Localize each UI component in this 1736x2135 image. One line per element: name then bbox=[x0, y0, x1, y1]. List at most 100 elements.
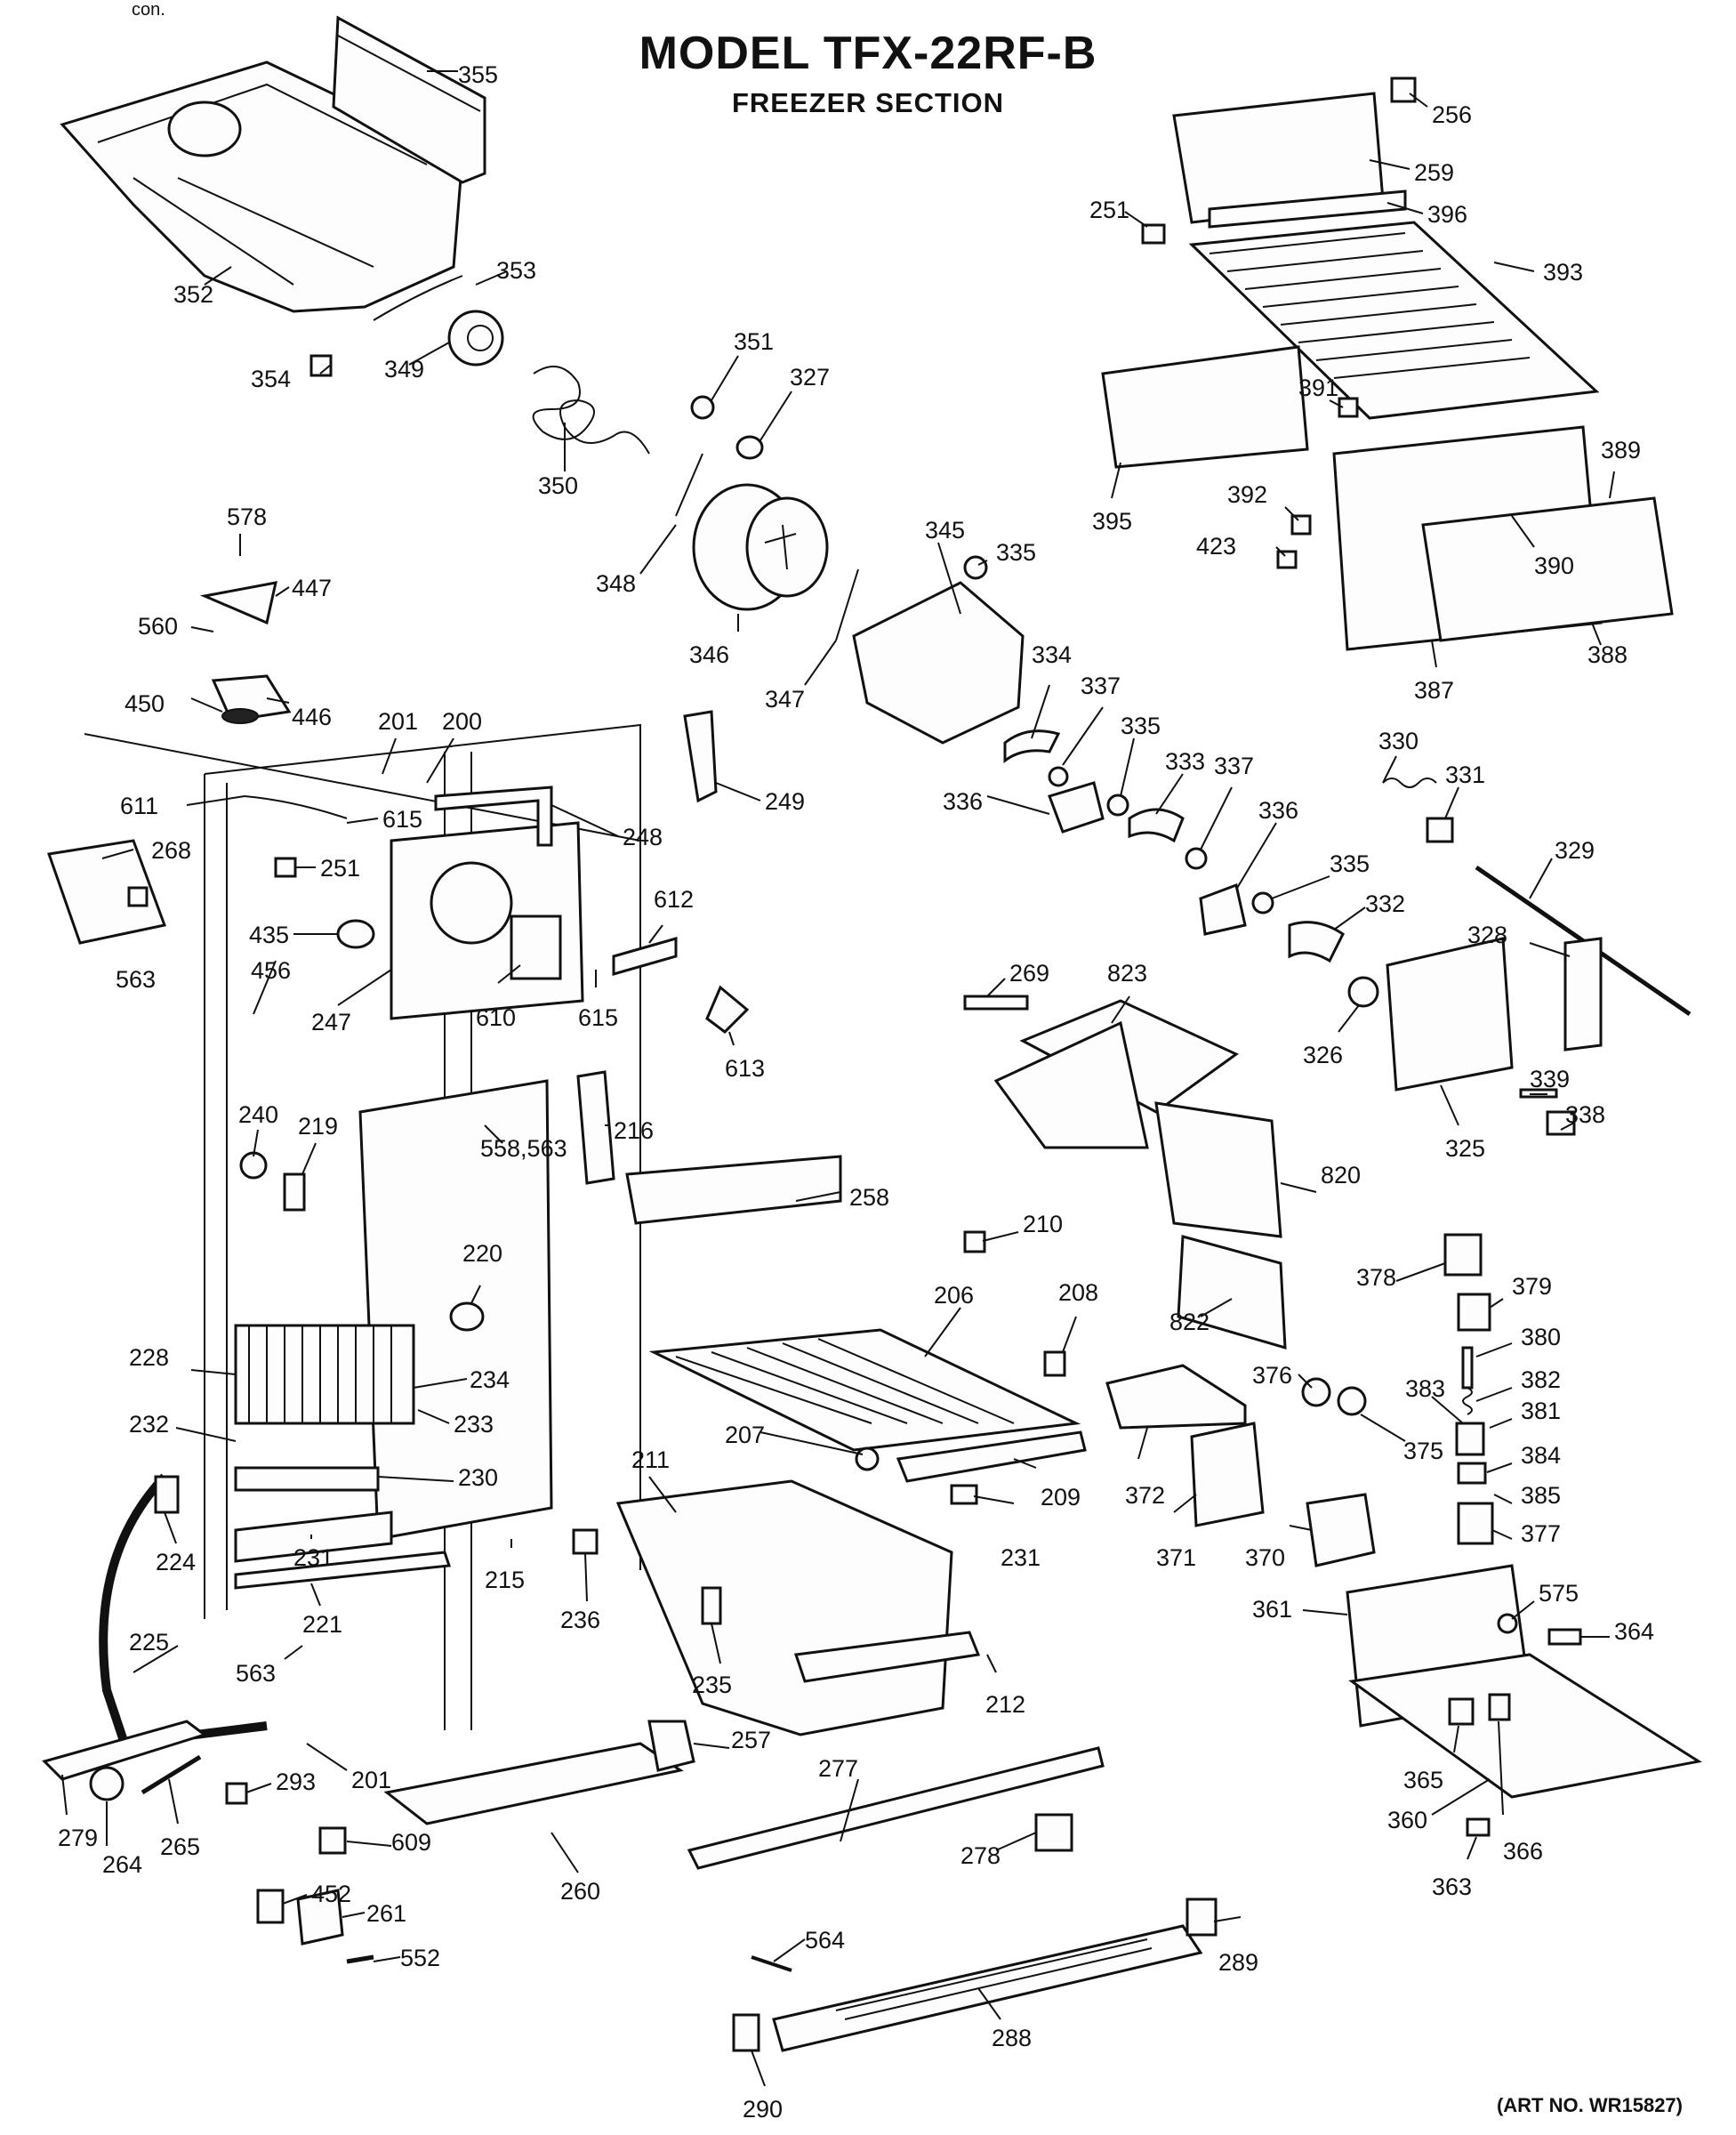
callout-288: 288 bbox=[992, 2025, 1032, 2051]
callout-345: 345 bbox=[925, 517, 965, 544]
callout-575: 575 bbox=[1539, 1580, 1579, 1607]
callout-366: 366 bbox=[1503, 1838, 1543, 1865]
callout-376: 376 bbox=[1252, 1362, 1292, 1389]
callout-347: 347 bbox=[765, 686, 805, 713]
callout-210: 210 bbox=[1023, 1211, 1063, 1237]
part-drum bbox=[692, 483, 829, 611]
callout-236: 236 bbox=[560, 1607, 600, 1633]
callout-264: 264 bbox=[102, 1851, 142, 1878]
part-trim-258 bbox=[625, 1155, 842, 1225]
callout-612: 612 bbox=[654, 886, 694, 913]
callout-248: 248 bbox=[623, 824, 663, 850]
part-duct-371 bbox=[1190, 1422, 1265, 1527]
callout-384: 384 bbox=[1521, 1442, 1561, 1469]
callout-293: 293 bbox=[276, 1768, 316, 1795]
part-evaporator-228 bbox=[234, 1324, 415, 1425]
callout-447: 447 bbox=[292, 575, 332, 601]
callout-380: 380 bbox=[1521, 1324, 1561, 1350]
part-clip-391 bbox=[1338, 397, 1359, 418]
callout-259: 259 bbox=[1414, 159, 1454, 186]
callout-209: 209 bbox=[1041, 1484, 1081, 1511]
part-knob-326 bbox=[1347, 976, 1379, 1008]
callout-383: 383 bbox=[1405, 1375, 1445, 1402]
callout-235: 235 bbox=[692, 1672, 732, 1698]
callout-370: 370 bbox=[1245, 1544, 1285, 1571]
callout-337: 337 bbox=[1081, 673, 1121, 699]
callout-335b: 335 bbox=[1121, 713, 1161, 739]
callout-336b: 336 bbox=[1258, 797, 1298, 824]
part-connector-435 bbox=[336, 919, 375, 949]
callout-221: 221 bbox=[302, 1611, 342, 1638]
callout-564: 564 bbox=[805, 1927, 845, 1954]
callout-391: 391 bbox=[1298, 375, 1338, 401]
callout-331: 331 bbox=[1445, 761, 1485, 788]
art-number: (ART NO. WR15827) bbox=[1496, 2094, 1683, 2116]
part-panel-395 bbox=[1101, 345, 1309, 469]
part-clip-251b bbox=[274, 857, 297, 878]
callout-labels: 355 352 353 354 349 350 351 327 348 346 … bbox=[58, 61, 1654, 2123]
callout-251b: 251 bbox=[320, 855, 360, 882]
callout-615b: 615 bbox=[578, 1004, 618, 1031]
part-rail-277 bbox=[687, 1746, 1105, 1870]
part-drain-231a bbox=[234, 1511, 393, 1563]
callout-337b: 337 bbox=[1214, 753, 1254, 779]
callout-578: 578 bbox=[227, 504, 267, 530]
callout-435: 435 bbox=[249, 922, 289, 948]
part-clip-231b bbox=[950, 1484, 978, 1505]
callout-220: 220 bbox=[462, 1240, 502, 1267]
callout-339: 339 bbox=[1530, 1066, 1570, 1092]
callout-240: 240 bbox=[238, 1101, 278, 1128]
callout-610: 610 bbox=[476, 1004, 516, 1031]
callout-348: 348 bbox=[596, 570, 636, 597]
callout-325: 325 bbox=[1445, 1135, 1485, 1162]
callout-234: 234 bbox=[470, 1366, 510, 1393]
part-wire-shelf-393 bbox=[1188, 221, 1600, 420]
part-cap-290 bbox=[732, 2013, 760, 2052]
part-clip-331 bbox=[1426, 817, 1454, 843]
part-clip-365 bbox=[1448, 1697, 1475, 1726]
callout-361: 361 bbox=[1252, 1596, 1292, 1623]
part-bracket-249 bbox=[683, 710, 718, 803]
part-wire-shelf-206 bbox=[648, 1328, 1081, 1452]
part-coupling-224 bbox=[154, 1475, 180, 1514]
callout-360: 360 bbox=[1387, 1807, 1427, 1833]
callout-208: 208 bbox=[1058, 1279, 1098, 1306]
callout-230: 230 bbox=[458, 1464, 498, 1491]
callout-563: 563 bbox=[116, 966, 156, 993]
callout-201b: 201 bbox=[351, 1767, 391, 1793]
part-bracket-563a bbox=[127, 886, 149, 907]
callout-279: 279 bbox=[58, 1825, 98, 1851]
callout-393: 393 bbox=[1543, 259, 1583, 286]
callout-269: 269 bbox=[1009, 960, 1049, 987]
part-thermostat-219 bbox=[283, 1172, 306, 1212]
part-axle-265 bbox=[141, 1754, 202, 1795]
callout-363: 363 bbox=[1432, 1873, 1472, 1900]
part-fan-motor-610 bbox=[510, 914, 562, 980]
callout-247: 247 bbox=[311, 1009, 351, 1035]
part-trough-221 bbox=[234, 1551, 452, 1590]
callout-256: 256 bbox=[1432, 101, 1472, 128]
callout-251: 251 bbox=[1089, 197, 1129, 223]
part-clip-235 bbox=[701, 1586, 722, 1625]
part-bracket-377 bbox=[1457, 1502, 1494, 1545]
callout-211: 211 bbox=[631, 1446, 670, 1473]
part-spring-337b bbox=[1185, 847, 1208, 870]
callout-390: 390 bbox=[1534, 552, 1574, 579]
callout-372: 372 bbox=[1125, 1482, 1165, 1509]
callout-452: 452 bbox=[311, 1881, 351, 1907]
callout-212: 212 bbox=[985, 1691, 1025, 1718]
callout-392: 392 bbox=[1227, 481, 1267, 508]
callout-371: 371 bbox=[1156, 1544, 1196, 1571]
part-clip-289 bbox=[1185, 1897, 1218, 1937]
callout-257: 257 bbox=[731, 1727, 771, 1753]
part-tube-225 bbox=[99, 1473, 268, 1749]
part-timer-370 bbox=[1306, 1493, 1376, 1567]
part-plunger-379 bbox=[1457, 1293, 1491, 1332]
callout-822: 822 bbox=[1169, 1309, 1210, 1335]
callout-335c: 335 bbox=[1330, 850, 1370, 877]
part-grommet-220 bbox=[449, 1301, 485, 1332]
part-fan-blade-613 bbox=[705, 985, 750, 1034]
callout-233: 233 bbox=[454, 1411, 494, 1438]
part-gear-336b bbox=[1199, 882, 1247, 936]
